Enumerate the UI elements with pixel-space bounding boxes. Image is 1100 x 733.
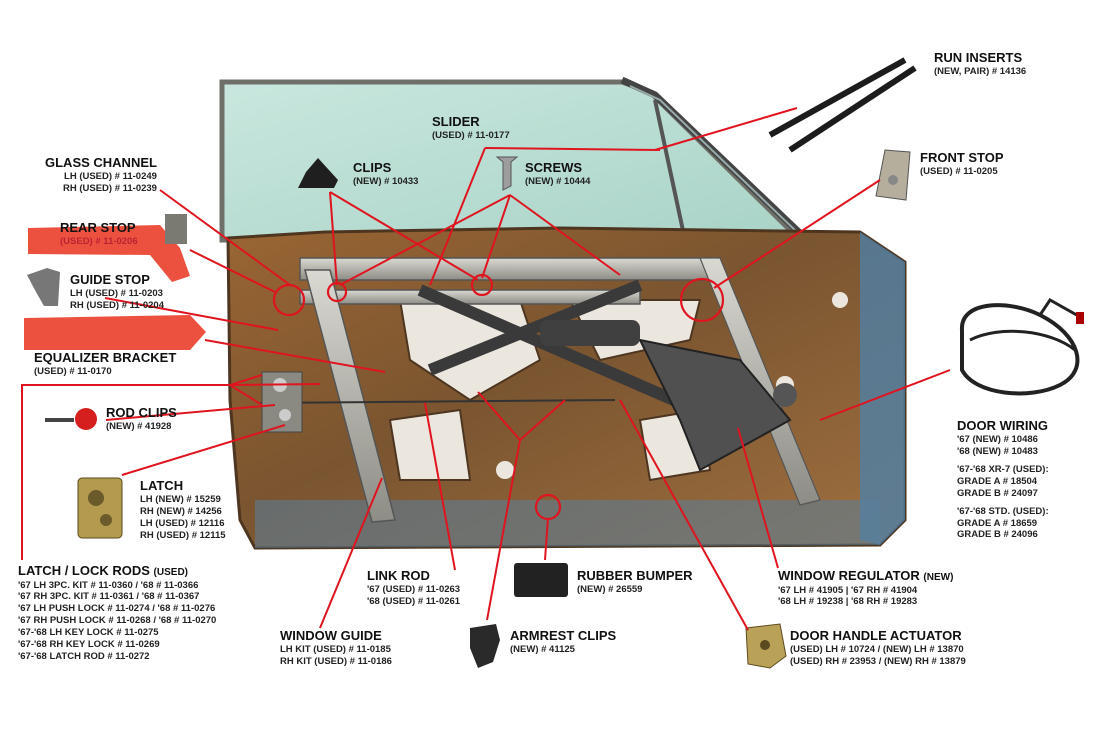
slider-rail (299, 257, 721, 305)
rubber-bumper-label: RUBBER BUMPER (NEW) # 26559 (577, 568, 693, 596)
equalizer-bracket-part (24, 315, 206, 350)
run-inserts-label: RUN INSERTS (NEW, PAIR) # 14136 (934, 50, 1027, 78)
front-stop-part (875, 149, 911, 201)
rod-clips-label: ROD CLIPS (NEW) # 41928 (106, 405, 177, 433)
latch-mechanism (261, 371, 303, 433)
window-regulator-label: WINDOW REGULATOR (NEW) '67 LH # 41905 | … (778, 568, 954, 608)
window-guide-label: WINDOW GUIDE LH KIT (USED) # 11-0185 RH … (280, 628, 392, 668)
latch-lock-rods-label: LATCH / LOCK RODS (USED) '67 LH 3PC. KIT… (18, 563, 217, 662)
door-handle-actuator-label: DOOR HANDLE ACTUATOR (USED) LH # 10724 /… (790, 628, 966, 668)
link-rod-label: LINK ROD '67 (USED) # 11-0263 '68 (USED)… (367, 568, 461, 608)
rod-clip-part (45, 408, 97, 430)
guide-stop-label: GUIDE STOP LH (USED) # 11-0203 RH (USED)… (70, 272, 164, 312)
screw-part (495, 156, 519, 191)
front-stop-label: FRONT STOP (USED) # 11-0205 (920, 150, 1004, 178)
guide-stop-part (27, 268, 60, 306)
door-wiring-part (959, 298, 1084, 396)
door-handle-actuator-part (745, 623, 787, 669)
screws-label: SCREWS (NEW) # 10444 (525, 160, 591, 188)
callout-circles (272, 273, 725, 521)
clips-label: CLIPS (NEW) # 10433 (353, 160, 419, 188)
door-wiring-label: DOOR WIRING '67 (NEW) # 10486 '68 (NEW) … (957, 418, 1049, 541)
window-regulator-part (417, 279, 797, 472)
leader-lines (21, 107, 951, 631)
rubber-bumper-part (514, 563, 568, 597)
clip-part (298, 158, 338, 188)
run-inserts-part (768, 57, 917, 153)
slider-label: SLIDER (USED) # 11-0177 (432, 114, 510, 142)
glass-channel-label: GLASS CHANNEL LH (USED) # 11-0249 RH (US… (45, 155, 157, 195)
rear-stop-part (28, 214, 190, 282)
equalizer-bracket-label: EQUALIZER BRACKET (USED) # 11-0170 (34, 350, 177, 378)
armrest-clip-part (470, 624, 500, 668)
link-rod-part (259, 399, 616, 404)
rear-stop-label: REAR STOP (USED) # 11-0206 (60, 220, 138, 248)
latch-label: LATCH LH (NEW) # 15259 RH (NEW) # 14256 … (140, 478, 226, 541)
armrest-clips-label: ARMREST CLIPS (NEW) # 41125 (510, 628, 617, 656)
latch-part (77, 477, 123, 539)
